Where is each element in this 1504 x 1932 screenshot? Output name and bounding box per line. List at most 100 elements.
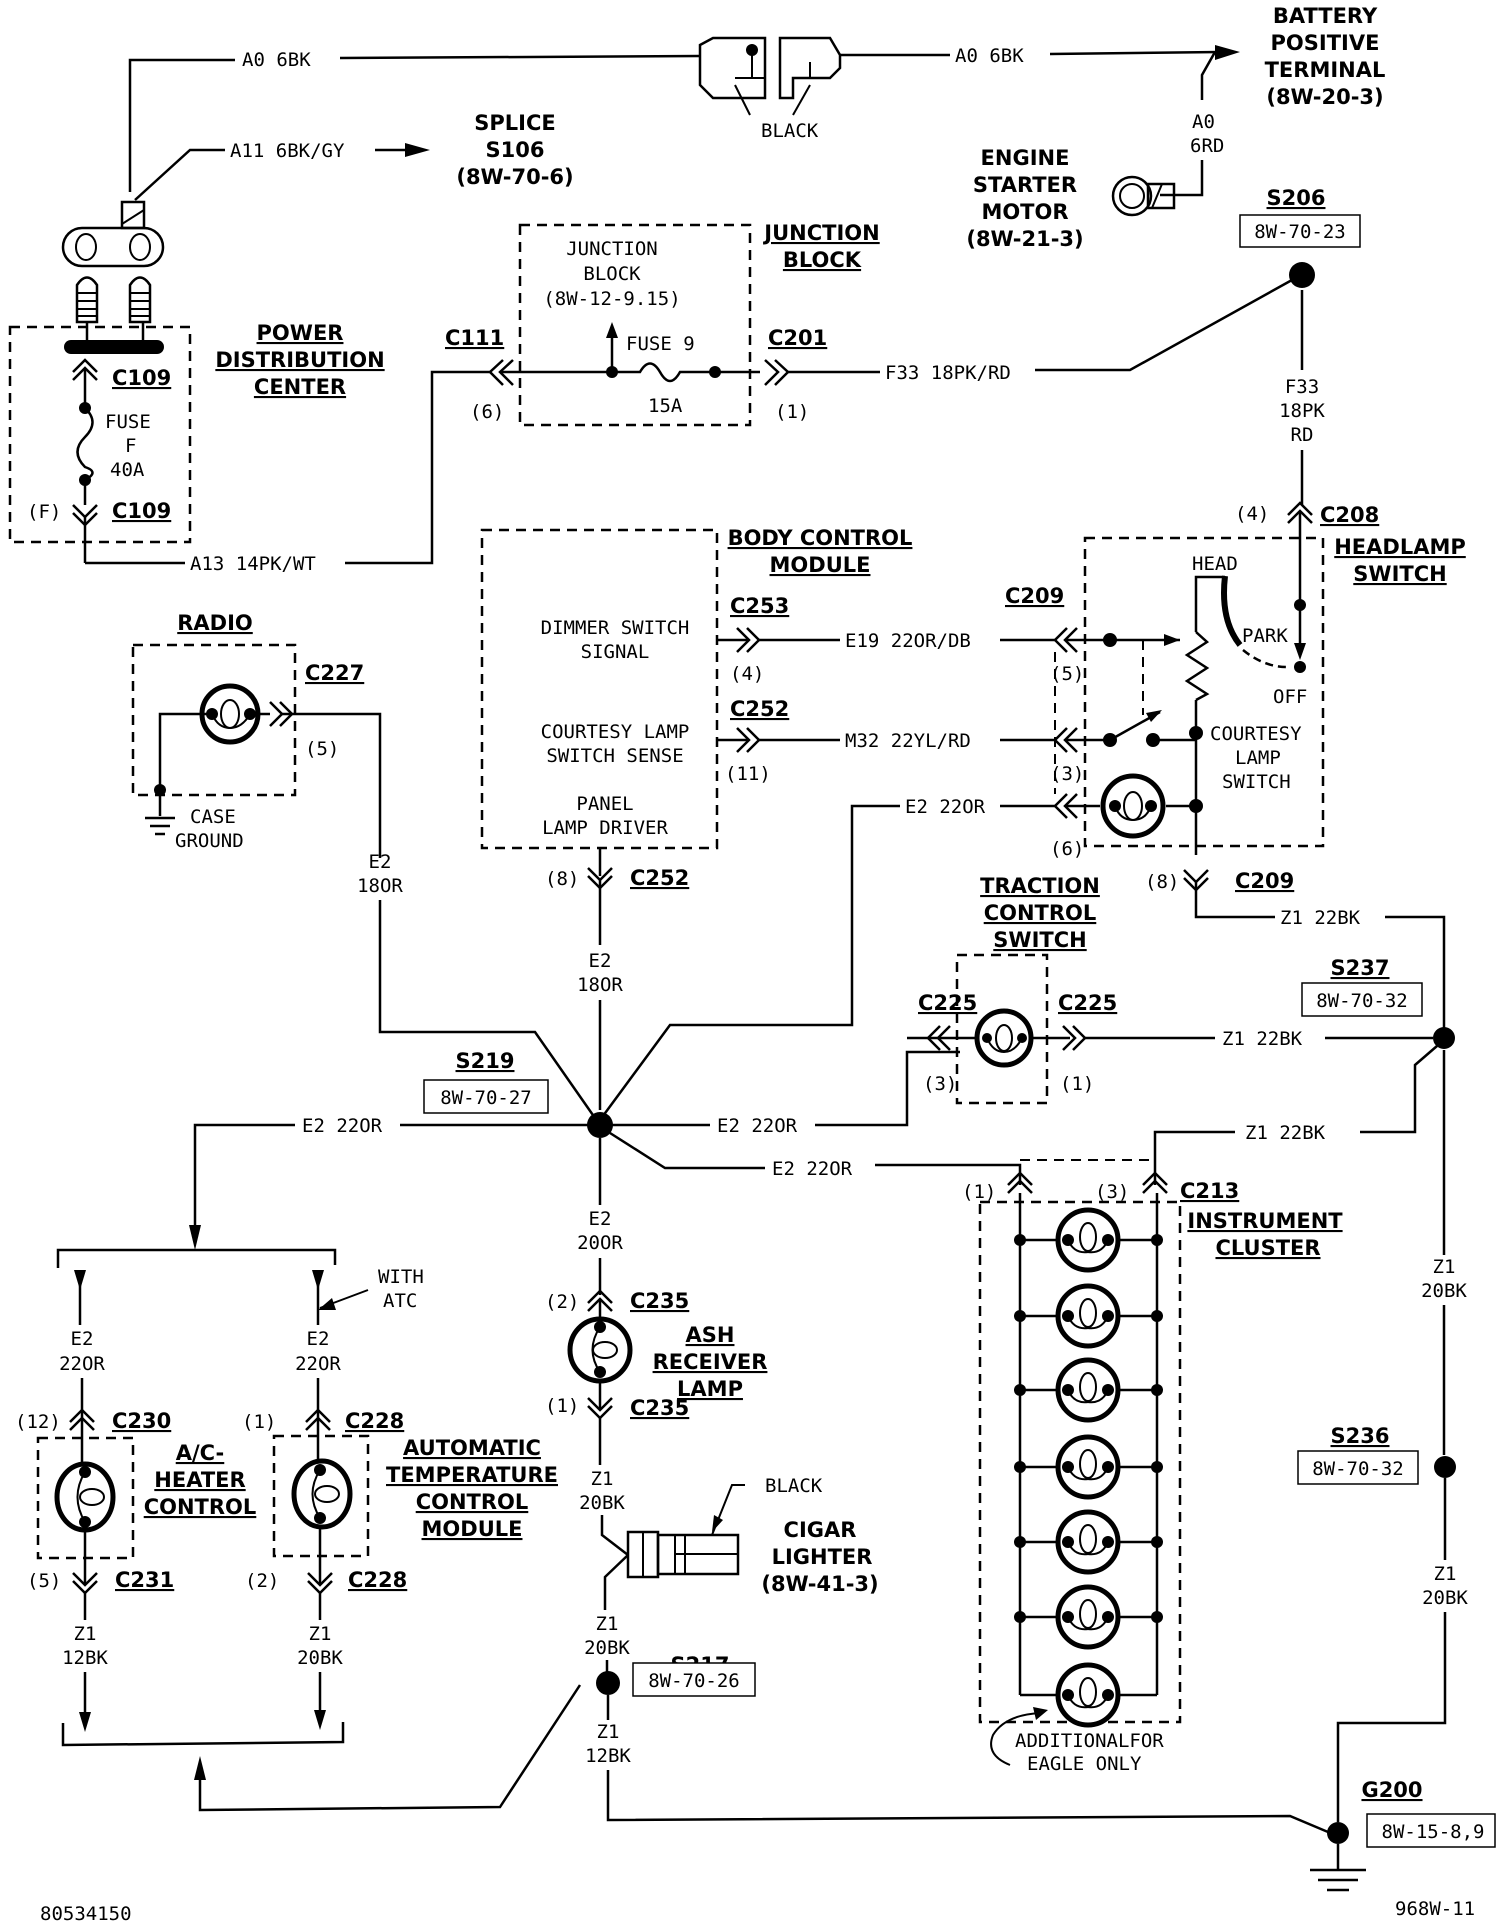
connector-c213-icons (1007, 1171, 1168, 1194)
cluster-lamp-icon (1055, 1662, 1121, 1728)
label-line: TERMINAL (1265, 58, 1386, 82)
label-line: ENGINE (981, 146, 1070, 170)
wire-label: 12BK (62, 1647, 108, 1669)
wire-label: 20BK (579, 1492, 625, 1514)
fuse-label: FUSE 9 (626, 333, 695, 355)
label-line: SPLICE (474, 111, 555, 135)
headlamp-dimmer-wiring (1065, 633, 1196, 808)
connector-c253: C253 (730, 594, 789, 618)
pin-label: (2) (545, 1291, 579, 1313)
wire-e19: E19 22OR/DB (759, 630, 1055, 652)
label-line: LAMP (1235, 747, 1281, 769)
splice-id: S219 (456, 1049, 515, 1073)
pin-label: (5) (1050, 663, 1084, 685)
label-line: BLOCK (583, 263, 641, 285)
wire-z1-ash: Z1 20BK (579, 1468, 629, 1610)
lamp-filament (1067, 1616, 1109, 1631)
connector-c209-bottom: C209 (1235, 869, 1294, 893)
cluster-node (1014, 1310, 1026, 1322)
pdc-label: POWER DISTRIBUTION CENTER (215, 321, 384, 399)
wire-label: E2 22OR (302, 1115, 383, 1137)
connector-c208: C208 (1320, 503, 1379, 527)
label-line: BATTERY (1273, 4, 1378, 28)
eagle-note: ADDITIONALFOR EAGLE ONLY (990, 1707, 1164, 1775)
ground-icon (1310, 1844, 1366, 1892)
label-line: SWITCH SENSE (546, 745, 683, 767)
splice-id: G200 (1361, 1778, 1422, 1802)
label-line: GROUND (175, 830, 244, 852)
starter-motor-icon (1111, 175, 1176, 217)
wire-label: E2 (589, 950, 612, 972)
wire-label: 18OR (577, 974, 623, 996)
lamp-filament (1067, 1239, 1109, 1254)
headlamp-switch-outline (1083, 536, 1325, 848)
fuse-9: FUSE 9 15A (488, 322, 760, 417)
wire-label: Z1 (1433, 1256, 1456, 1278)
label-line: A/C- (176, 1441, 225, 1465)
label-line: ADDITIONALFOR (1015, 1730, 1164, 1752)
wire-label: 22OR (295, 1353, 341, 1375)
instrument-cluster-lamps (1014, 1193, 1163, 1728)
wire-z1-atc: Z1 20BK (61, 1623, 582, 1812)
wire-label: 6RD (1190, 135, 1224, 157)
wire-label: E19 22OR/DB (845, 630, 971, 652)
wire-label: A0 6BK (242, 49, 311, 71)
pdc-outline (8, 325, 192, 544)
wire-e2-radio: E2 18OR (250, 701, 597, 1119)
connector-c209: C209 (1005, 584, 1064, 608)
pdc-fuse-f: FUSE F 40A (72, 358, 151, 563)
wire-label: E2 (369, 851, 392, 873)
radio-outline (131, 643, 297, 797)
connector-c225-right: C225 (1058, 991, 1117, 1015)
wire-label: RD (1291, 424, 1314, 446)
pin-label: (4) (1235, 503, 1269, 525)
splice-id: S237 (1331, 956, 1390, 980)
splice-ref: 8W-15-8,9 (1382, 1821, 1485, 1843)
connector-c201-icon (764, 359, 790, 386)
cluster-node (1014, 1536, 1026, 1548)
wire-label: 20BK (1422, 1587, 1468, 1609)
wire-e2-cluster: E2 22OR (609, 1131, 1022, 1185)
pin-label: (5) (27, 1570, 61, 1592)
cluster-lamp-icon (1055, 1207, 1121, 1273)
cluster-node (1151, 1234, 1163, 1246)
label-line: SWITCH (1222, 771, 1291, 793)
label-line: MODULE (422, 1517, 523, 1541)
connector-c109-top: C109 (112, 366, 171, 390)
fuse-rating: 15A (648, 395, 683, 417)
connector-c213: C213 (1180, 1179, 1239, 1203)
label-line: CONTROL (984, 901, 1097, 925)
wire-label: 20BK (297, 1647, 343, 1669)
connector-c231: C231 (115, 1568, 174, 1592)
connector-c235-bottom: C235 (630, 1396, 689, 1420)
wire-m32: M32 22YL/RD (759, 730, 1055, 752)
wire-label: Z1 22BK (1222, 1028, 1303, 1050)
bcm-inner-labels: DIMMER SWITCH SIGNAL COURTESY LAMP SWITC… (541, 617, 690, 839)
wire-label: A0 6BK (955, 45, 1024, 67)
pin-label: (3) (1095, 1181, 1129, 1203)
label-line: CONTROL (144, 1495, 257, 1519)
cluster-lamp-icon (1055, 1584, 1121, 1650)
wire-z1-cluster: Z1 22BK (1020, 1045, 1438, 1185)
junction-block-inner-label: JUNCTION BLOCK (8W-12-9.15) (543, 238, 680, 310)
splice-id: S236 (1331, 1424, 1390, 1448)
splice-s219-dot (587, 1112, 613, 1138)
label-line: STARTER (973, 173, 1077, 197)
label-line: DIMMER SWITCH (541, 617, 690, 639)
wire-z1-cigar: Z1 20BK (584, 1613, 630, 1672)
wire-z1-ac: Z1 12BK (62, 1623, 108, 1732)
label-line: RECEIVER (653, 1350, 768, 1374)
cluster-lamp-icon (1055, 1357, 1121, 1423)
label-line: MODULE (770, 553, 871, 577)
wire-label: F33 (1285, 376, 1319, 398)
splice-ref: 8W-70-32 (1316, 990, 1408, 1012)
switch-position-park: PARK (1242, 625, 1288, 647)
pin-label: (1) (1060, 1073, 1094, 1095)
battery-terminal-eyelet-icon (61, 200, 165, 354)
label-line: SIGNAL (581, 641, 650, 663)
splice-s206: S206 8W-70-23 (1239, 186, 1361, 248)
instrument-cluster-label: INSTRUMENT CLUSTER (1187, 1209, 1343, 1260)
ash-receiver-lamp-icon (567, 1299, 633, 1465)
label-line: LAMP (677, 1377, 743, 1401)
pin-label: (5) (305, 738, 339, 760)
